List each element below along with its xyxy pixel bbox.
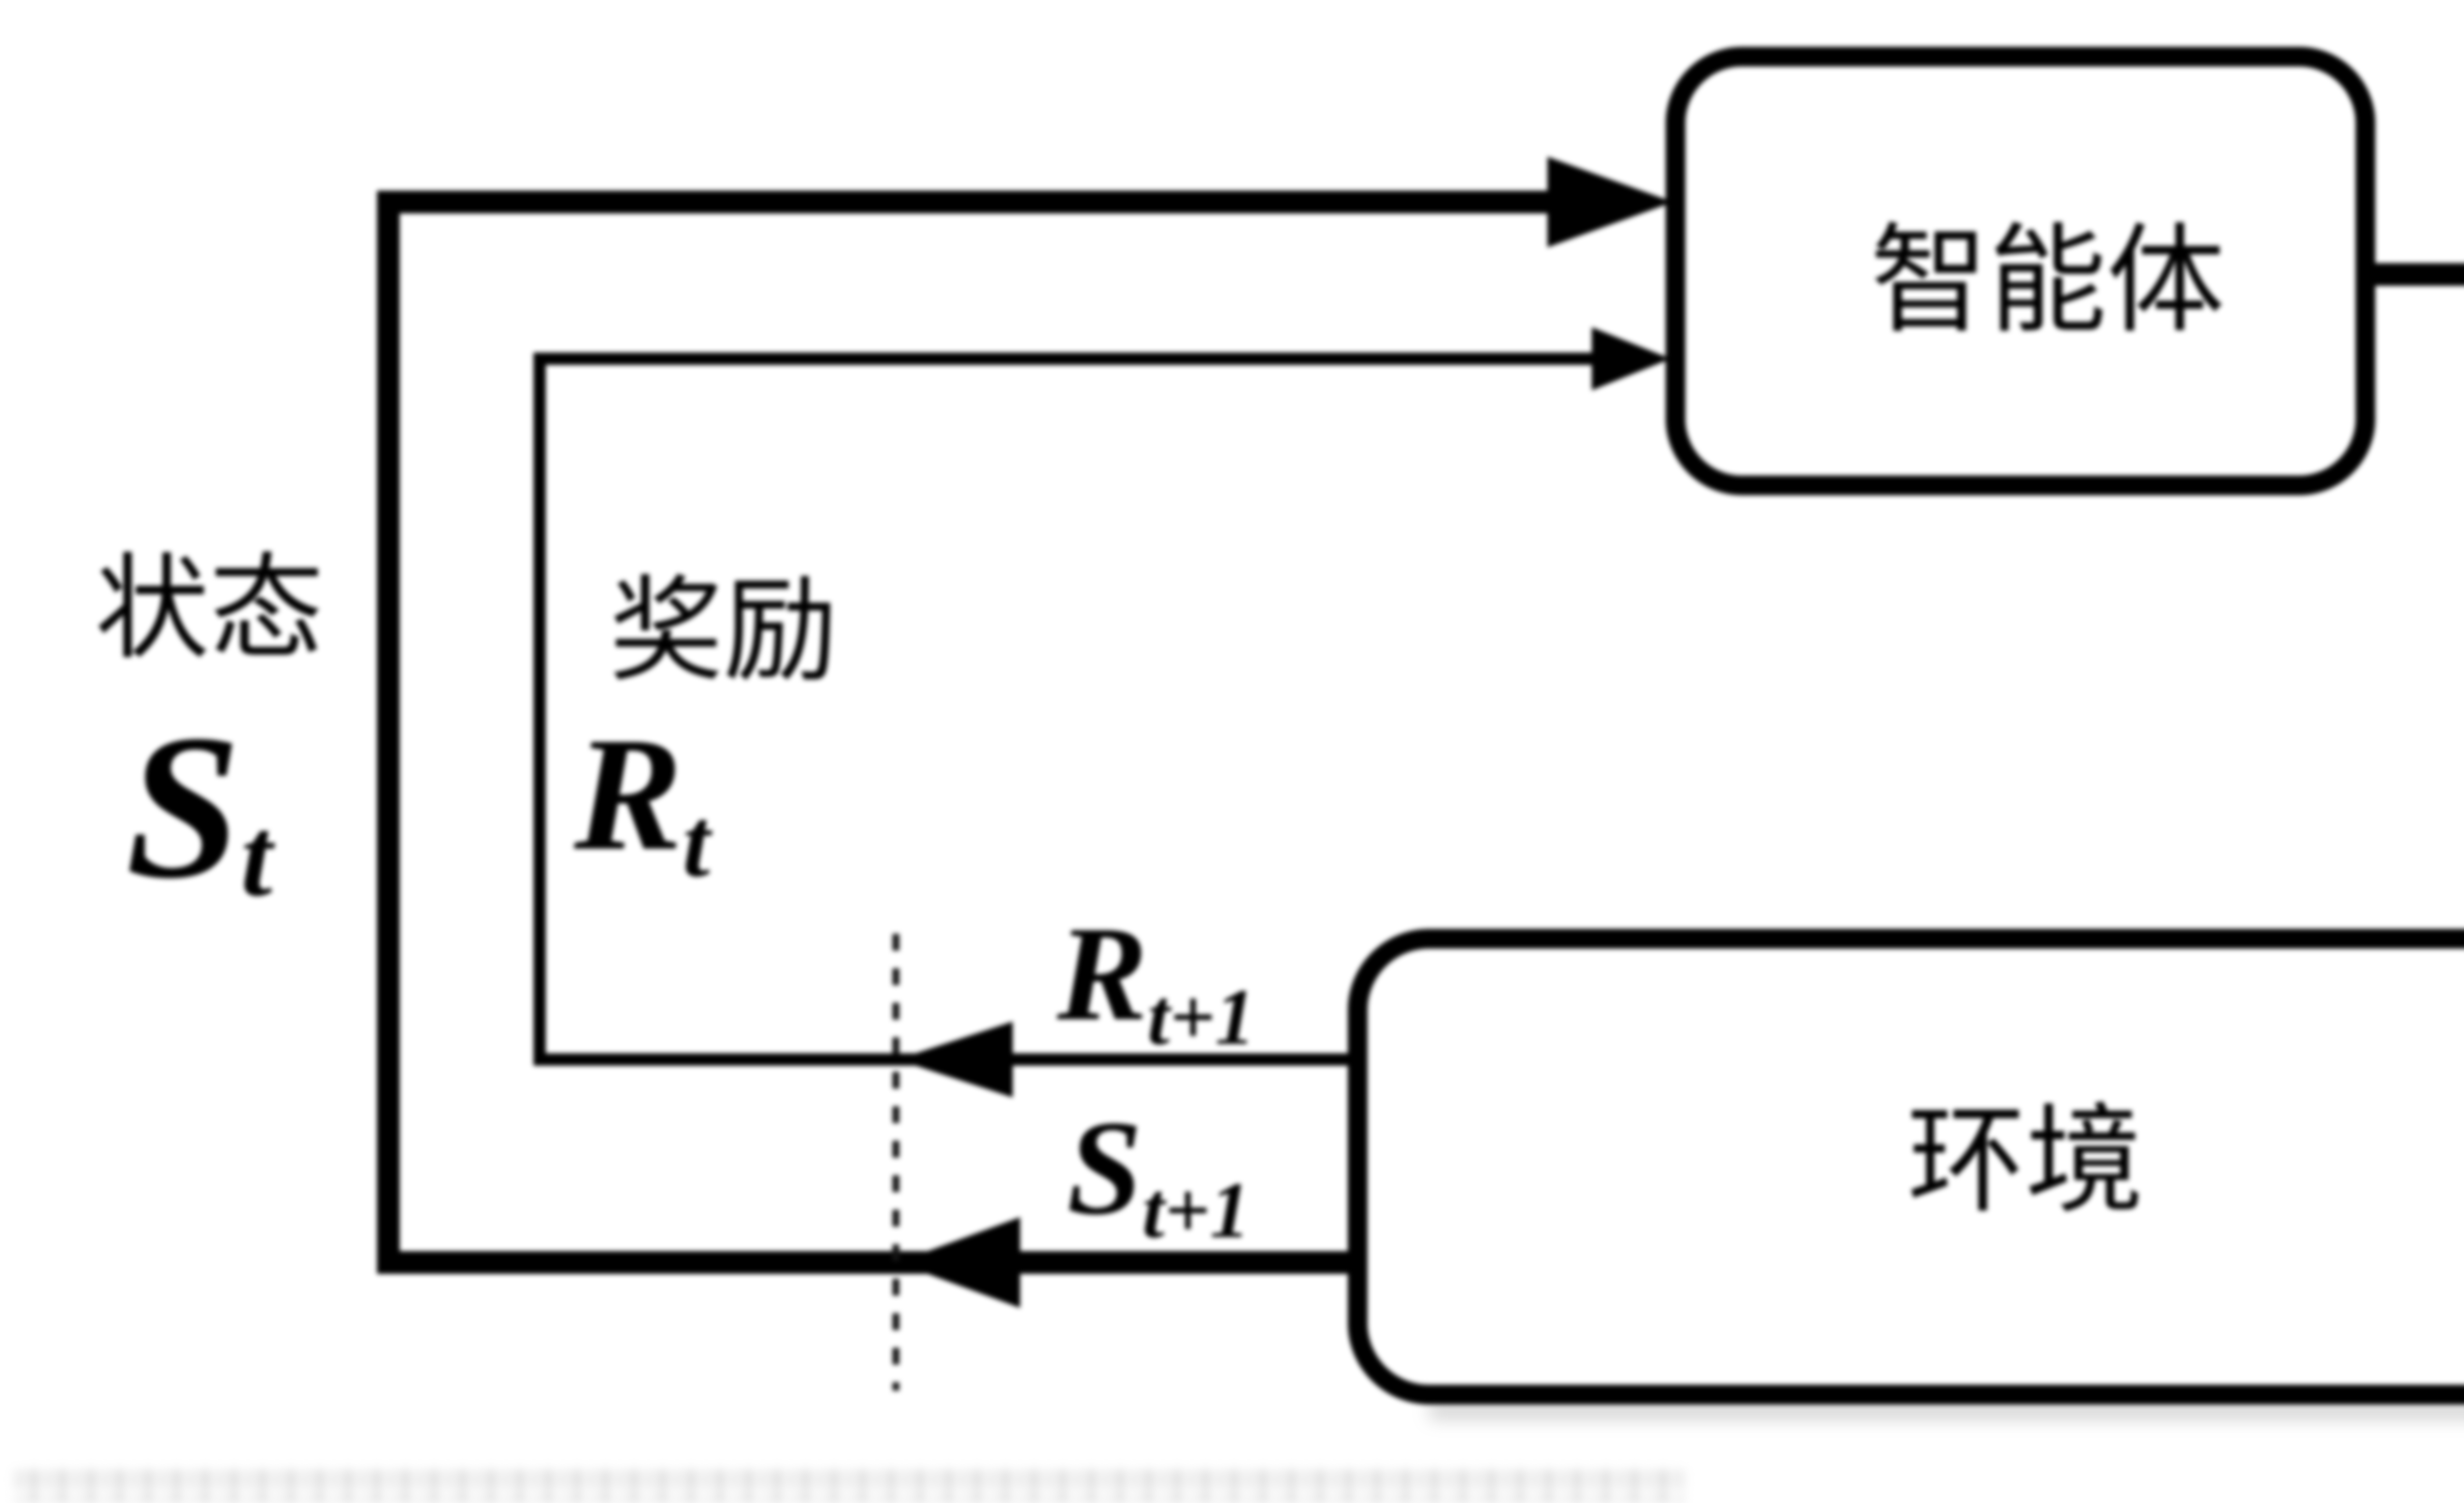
state-symbol: St	[126, 692, 275, 921]
next-reward-symbol-subscript: t+1	[1147, 973, 1255, 1061]
reward-symbol-letter: R	[572, 704, 683, 884]
state-loop-line	[377, 191, 1641, 1274]
reward-caption: 奖励	[609, 569, 838, 695]
agent-box-label: 智能体	[1870, 216, 2225, 347]
next-state-symbol: St+1	[1067, 1093, 1250, 1255]
cropped-caption-remnant	[15, 1469, 1685, 1503]
environment-box	[1348, 929, 2464, 1404]
reward-symbol: Rt	[572, 704, 713, 897]
state-symbol-subscript: t	[241, 794, 275, 920]
next-state-arrowhead	[897, 1217, 1020, 1308]
next-reward-symbol: Rt+1	[1055, 899, 1255, 1061]
state-symbol-letter: S	[126, 692, 241, 921]
state-into-agent-arrowhead	[1547, 157, 1673, 247]
reward-symbol-subscript: t	[683, 788, 713, 897]
state-caption: 状态	[95, 547, 324, 673]
environment-box-label: 环境	[1907, 1096, 2144, 1227]
agent-box	[1666, 47, 2375, 495]
next-state-symbol-letter: S	[1067, 1093, 1142, 1243]
next-reward-symbol-letter: R	[1055, 899, 1148, 1049]
next-reward-arrowhead	[897, 1022, 1013, 1097]
reward-into-agent-arrowhead	[1592, 327, 1671, 390]
next-state-symbol-subscript: t+1	[1142, 1166, 1250, 1255]
